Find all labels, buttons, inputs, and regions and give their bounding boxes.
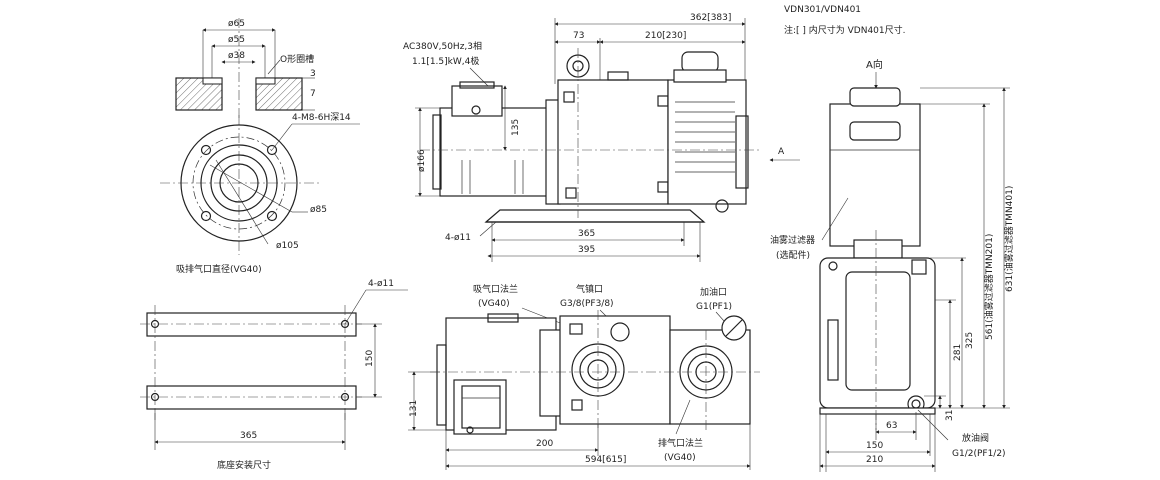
side-dim150: 150 [866, 441, 883, 451]
exhaust-sub: (VG40) [664, 453, 696, 463]
side-dim31: 31 [945, 410, 955, 421]
view-a-label: A向 [866, 58, 883, 71]
base-holes: 4-ø11 [368, 279, 394, 289]
flange-d65: ø65 [228, 19, 245, 29]
base-caption: 底座安装尺寸 [217, 459, 271, 471]
flange-caption: 吸排气口直径(VG40) [176, 263, 262, 275]
base-mounting-view: 4-ø11 150 365 底座安装尺寸 [140, 279, 408, 471]
motor-spec-2: 1.1[1.5]kW,4极 [412, 55, 479, 67]
flange-d38: ø38 [228, 51, 245, 61]
front-dim73: 73 [573, 31, 584, 41]
exhaust-label: 排气口法兰 [658, 437, 703, 449]
fill-label: 加油口 [700, 286, 727, 298]
side-dim631: 631(油雾过滤器TMN401) [1003, 186, 1015, 292]
filter-sub: (选配件) [776, 249, 810, 261]
front-dim210: 210[230] [645, 31, 686, 41]
top-dim594: 594[615] [585, 455, 626, 465]
oring-label: O形圈槽 [280, 53, 314, 65]
front-d166: ø166 [417, 149, 427, 172]
base-dim365: 365 [240, 431, 257, 441]
flange-d55: ø55 [228, 35, 245, 45]
flange-dim7: 7 [310, 89, 316, 99]
drain-sub: G1/2(PF1/2) [952, 449, 1006, 459]
suction-sub: (VG40) [478, 299, 510, 309]
top-view: 吸气口法兰 (VG40) 气镇口 G3/8(PF3/8) 加油口 G1(PF1) [408, 283, 760, 470]
drain-label: 放油阀 [962, 432, 989, 444]
side-dim63: 63 [886, 421, 897, 431]
suction-label: 吸气口法兰 [473, 283, 518, 295]
ballast-label: 气镇口 [576, 283, 603, 295]
side-dim281: 281 [953, 344, 963, 361]
side-dim210: 210 [866, 455, 883, 465]
front-base-holes: 4-ø11 [445, 233, 471, 243]
models-note: VDN301/VDN401 [784, 5, 861, 15]
top-dim200: 200 [536, 439, 553, 449]
front-arrow-a: A [778, 147, 785, 157]
filter-label: 油雾过滤器 [770, 234, 815, 246]
front-dim135: 135 [511, 119, 521, 136]
side-dim561: 561(油雾过滤器TMN201) [983, 234, 995, 340]
front-dim395: 395 [578, 245, 595, 255]
flange-holes: 4-M8-6H深14 [292, 112, 351, 123]
front-view: 362[383] 73 210[230] AC380V,50Hz,3相 1.1[… [403, 13, 800, 262]
notes-block: VDN301/VDN401 注:[ ] 内尺寸为 VDN401尺寸. [784, 5, 906, 36]
flange-dim3: 3 [310, 69, 316, 79]
front-dim362: 362[383] [690, 13, 731, 23]
ballast-sub: G3/8(PF3/8) [560, 299, 614, 309]
side-dim325: 325 [965, 332, 975, 349]
fill-sub: G1(PF1) [696, 302, 732, 312]
base-dim150: 150 [365, 350, 375, 367]
flange-d105: ø105 [276, 241, 299, 251]
front-dim365: 365 [578, 229, 595, 239]
motor-spec-1: AC380V,50Hz,3相 [403, 40, 482, 52]
flange-d85: ø85 [310, 205, 327, 215]
flange-section-view: ø65 ø55 ø38 O形圈槽 3 7 4-M8-6H深1 [160, 18, 360, 275]
side-view-a: A向 油雾过滤器 (选配件) 631(油雾过滤器TMN401) 561(油雾过滤… [770, 58, 1015, 472]
bracket-note: 注:[ ] 内尺寸为 VDN401尺寸. [784, 24, 906, 36]
top-dim131: 131 [409, 400, 419, 417]
